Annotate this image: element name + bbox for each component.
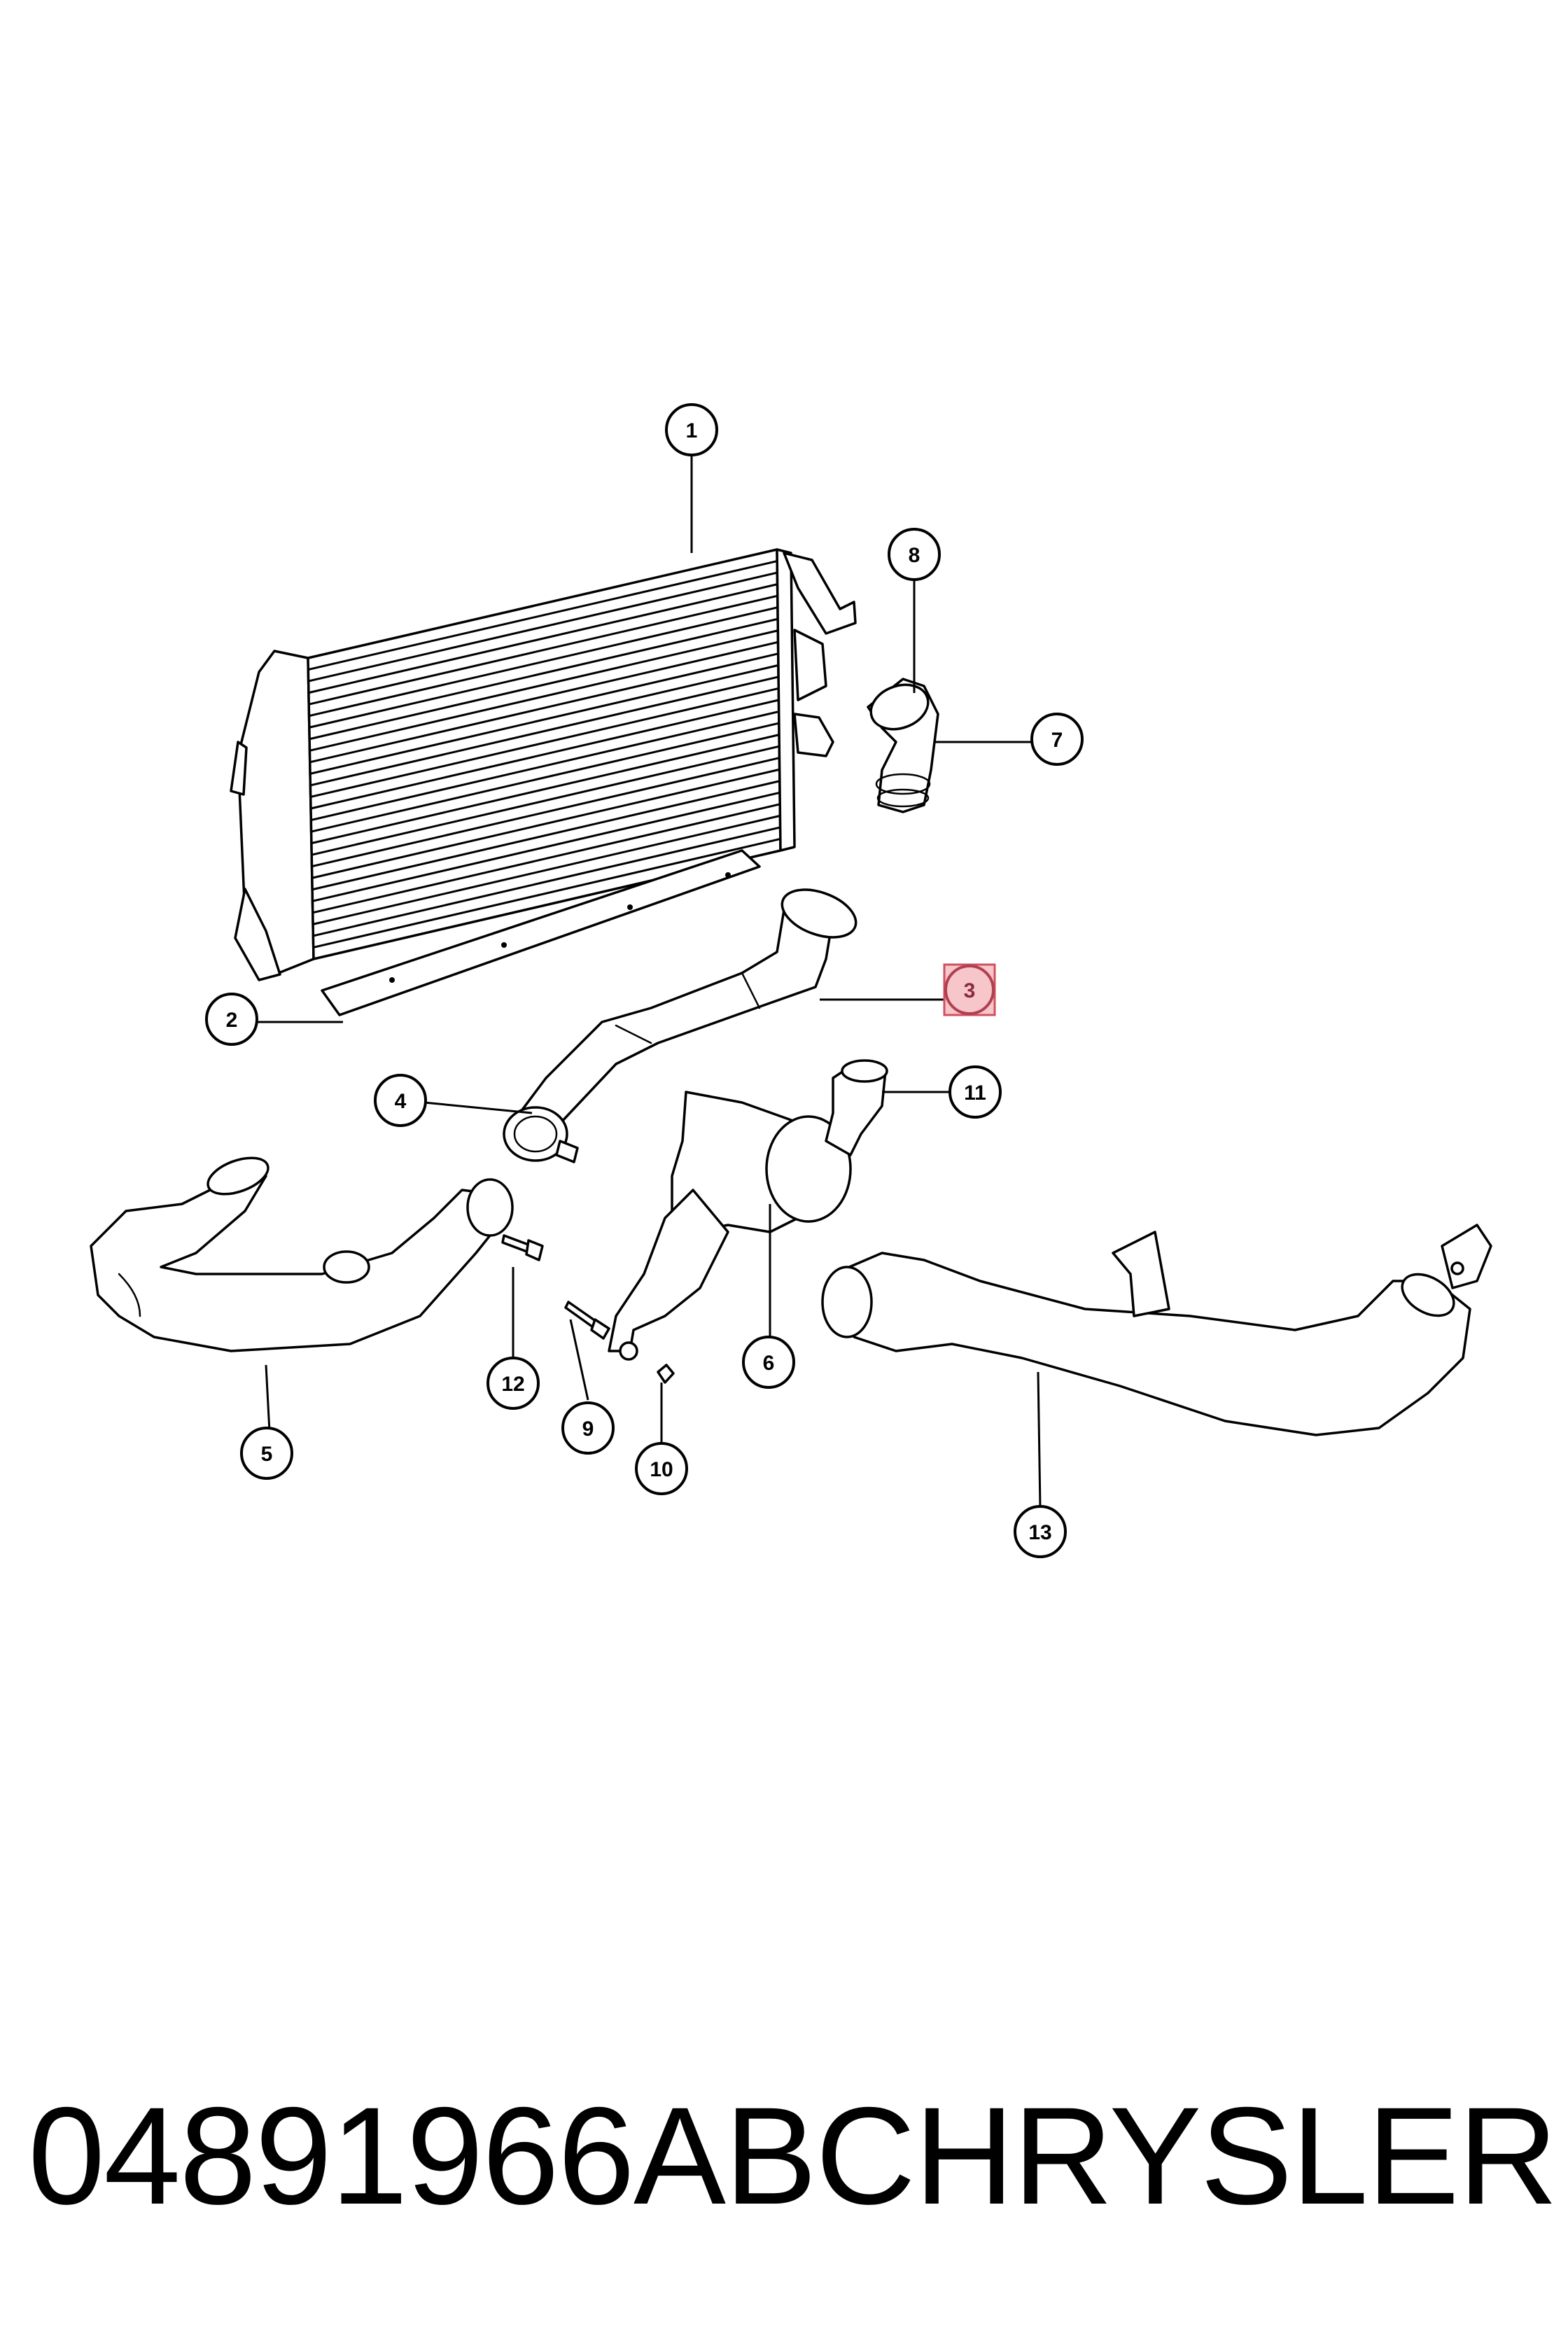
intercooler-fin (312, 803, 780, 914)
svg-text:10: 10 (650, 1458, 673, 1481)
elbow-hose (867, 678, 939, 813)
intercooler-fin (311, 745, 780, 856)
intercooler-fin (312, 768, 780, 879)
intercooler-fins (307, 560, 781, 948)
intercooler-fin (310, 710, 780, 821)
charge-air-duct (503, 888, 858, 1156)
svg-text:5: 5 (261, 1443, 273, 1466)
intercooler-fin (308, 594, 778, 706)
callout-4[interactable]: 4 (374, 1074, 427, 1127)
brand-name: CHRYSLER (816, 2078, 1558, 2233)
intercooler-fin (309, 652, 779, 764)
intercooler-fin (310, 699, 779, 810)
callout-group: 1 2 3 4 5 6 7 8 (205, 403, 1084, 1558)
callout-11[interactable]: 11 (948, 1065, 1002, 1119)
intercooler-fin (309, 629, 778, 741)
callout-10[interactable]: 10 (635, 1442, 688, 1495)
intercooler-fin (312, 780, 780, 891)
intercooler-fin (309, 664, 779, 775)
leader-lines (255, 454, 1042, 1509)
part-caption: 04891966AB CHRYSLER (28, 2072, 1558, 2240)
intercooler-fin (311, 722, 780, 833)
svg-text:6: 6 (763, 1352, 775, 1375)
svg-text:7: 7 (1051, 729, 1063, 752)
intercooler-fin (308, 571, 778, 682)
part-number: 04891966AB (28, 2078, 817, 2233)
bolt-9 (564, 1301, 610, 1340)
intercooler-fin (310, 676, 779, 787)
intercooler-fin (309, 606, 778, 718)
intercooler-fin (310, 687, 779, 798)
svg-text:9: 9 (582, 1418, 594, 1441)
callout-7[interactable]: 7 (1030, 713, 1084, 766)
clamp (503, 1106, 579, 1163)
callout-12[interactable]: 12 (486, 1357, 540, 1410)
svg-text:8: 8 (909, 544, 920, 567)
callout-2[interactable]: 2 (205, 993, 258, 1046)
callout-3[interactable]: 3 (943, 963, 996, 1016)
callout-8[interactable]: 8 (888, 528, 941, 581)
callout-6[interactable]: 6 (742, 1336, 795, 1389)
intercooler-fin (312, 791, 780, 902)
svg-text:11: 11 (964, 1082, 986, 1105)
svg-text:3: 3 (964, 979, 976, 1002)
intercooler-fin (313, 838, 781, 948)
svg-text:1: 1 (686, 419, 698, 442)
charge-air-hose (608, 1091, 852, 1361)
svg-text:12: 12 (501, 1373, 524, 1396)
svg-text:2: 2 (226, 1009, 238, 1032)
pipe-elbow (825, 1059, 888, 1156)
callout-13[interactable]: 13 (1014, 1505, 1067, 1558)
charge-air-tube-left (90, 1156, 514, 1352)
intercooler-fin (313, 826, 780, 937)
intercooler (230, 548, 857, 981)
callout-9[interactable]: 9 (561, 1401, 615, 1455)
intercooler-fin (309, 617, 778, 729)
intercooler-fin (308, 583, 778, 694)
callout-1[interactable]: 1 (665, 403, 718, 456)
air-deflector (321, 849, 761, 1016)
intercooler-fin (311, 734, 780, 845)
svg-text:13: 13 (1028, 1521, 1051, 1544)
callout-5[interactable]: 5 (240, 1427, 293, 1480)
clip-10 (657, 1364, 675, 1384)
bolt-12 (501, 1234, 544, 1261)
parts-diagram: 1 2 3 4 5 6 7 8 (90, 403, 1492, 1558)
svg-text:4: 4 (395, 1090, 407, 1113)
charge-air-tube-right (821, 1224, 1492, 1436)
intercooler-fin (309, 640, 778, 752)
intercooler-fin (312, 814, 780, 925)
intercooler-fin (312, 757, 780, 868)
intercooler-fin (307, 560, 778, 671)
